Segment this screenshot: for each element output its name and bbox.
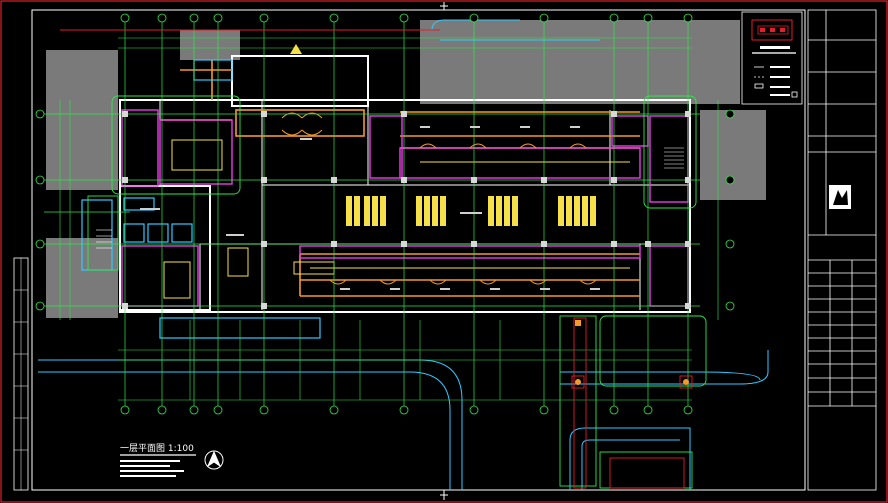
exterior-outlines [87, 95, 707, 489]
site-connectors [189, 320, 501, 400]
red-section-path [60, 29, 693, 489]
structural-grid-vertical [124, 22, 689, 412]
stairs [96, 147, 684, 249]
entrance-arrow-icon [290, 44, 302, 54]
binding-margin-rows [14, 258, 28, 490]
section-marker-icon [440, 2, 448, 500]
building-exterior-walls [119, 55, 691, 313]
door-swings [281, 112, 597, 285]
path-markers [575, 320, 689, 385]
room-label-marks [140, 126, 600, 290]
drawing-title: 一层平面图 1:100 [120, 443, 194, 454]
title-block [807, 9, 877, 491]
structural-columns [122, 111, 691, 309]
grid-axis-bubbles-top [120, 13, 693, 23]
title-block-logo-mark [833, 190, 848, 205]
yellow-desks-upper [346, 196, 596, 226]
legend-box [741, 11, 803, 105]
north-arrow-icon [204, 450, 224, 470]
site-gray-areas [46, 20, 766, 318]
grid-axis-bubbles-right [725, 109, 735, 311]
grid-axis-bubbles-left [35, 109, 45, 311]
yellow-furniture-misc [163, 139, 630, 299]
inner-frame [31, 9, 806, 491]
drawing-title-group: 一层平面图 1:100 [120, 443, 196, 477]
structural-grid-horizontal [44, 113, 700, 307]
grid-axis-bubbles-bottom [120, 405, 693, 415]
magenta-rooms [121, 109, 689, 307]
